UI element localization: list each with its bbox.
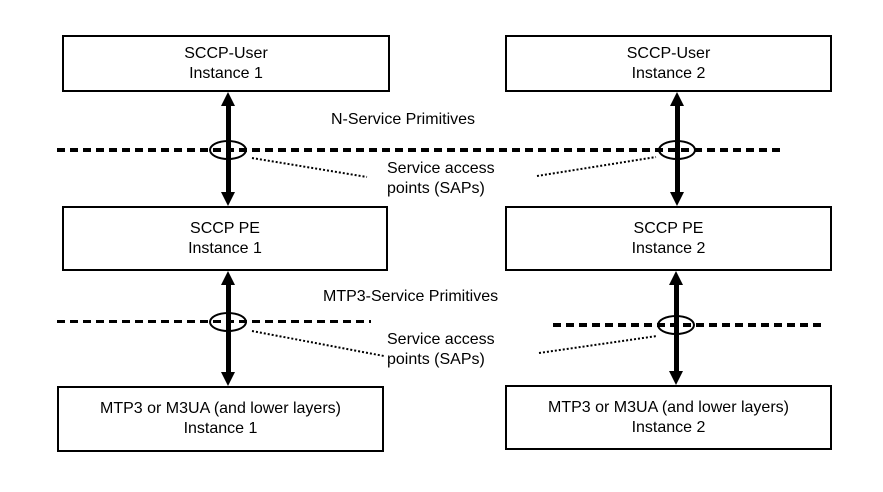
box-sccp-pe-instance-2: SCCP PE Instance 2 xyxy=(505,206,832,271)
sap-ellipse-icon-lower-right xyxy=(657,315,695,335)
n-service-boundary-dashed-line xyxy=(57,148,785,152)
box-title: MTP3 or M3UA (and lower layers) xyxy=(548,398,789,416)
sap-ellipse-icon-lower-left xyxy=(209,312,247,332)
label-service-access-points-lower: Service access points (SAPs) xyxy=(387,330,495,370)
arrow-head-down-icon xyxy=(221,372,235,386)
box-subtitle: Instance 1 xyxy=(189,64,263,82)
leader-line-upper-right xyxy=(536,156,657,177)
label-line: points (SAPs) xyxy=(387,351,485,368)
box-sccp-user-instance-1: SCCP-User Instance 1 xyxy=(62,35,390,92)
label-n-service-primitives: N-Service Primitives xyxy=(331,111,476,128)
leader-line-lower-right xyxy=(538,335,658,354)
sap-ellipse-icon-upper-right xyxy=(658,140,696,160)
box-subtitle: Instance 2 xyxy=(631,418,706,436)
box-sccp-user-instance-2: SCCP-User Instance 2 xyxy=(505,35,832,92)
box-title: SCCP PE xyxy=(633,219,704,237)
arrow-head-up-icon xyxy=(669,271,683,285)
label-line: Service access xyxy=(387,160,495,177)
label-line: points (SAPs) xyxy=(387,180,485,197)
box-title: SCCP PE xyxy=(190,219,260,237)
label-service-access-points-upper: Service access points (SAPs) xyxy=(387,159,495,199)
box-sccp-pe-instance-1: SCCP PE Instance 1 xyxy=(62,206,388,271)
box-subtitle: Instance 2 xyxy=(631,64,706,82)
arrow-head-up-icon xyxy=(221,271,235,285)
leader-line-lower-left xyxy=(251,330,385,357)
leader-line-upper-left xyxy=(251,157,368,178)
arrow-head-down-icon xyxy=(221,192,235,206)
box-title: MTP3 or M3UA (and lower layers) xyxy=(100,400,341,417)
arrow-head-down-icon xyxy=(669,371,683,385)
arrow-head-up-icon xyxy=(670,92,684,106)
arrow-head-down-icon xyxy=(670,192,684,206)
sap-ellipse-icon-upper-left xyxy=(209,140,247,160)
box-mtp3-instance-1: MTP3 or M3UA (and lower layers) Instance… xyxy=(57,386,384,452)
box-title: SCCP-User xyxy=(626,44,711,62)
label-line: Service access xyxy=(387,331,495,348)
arrow-head-up-icon xyxy=(221,92,235,106)
box-mtp3-instance-2: MTP3 or M3UA (and lower layers) Instance… xyxy=(505,385,832,450)
label-mtp3-service-primitives: MTP3-Service Primitives xyxy=(323,288,499,305)
box-subtitle: Instance 1 xyxy=(183,420,258,437)
box-title: SCCP-User xyxy=(184,44,268,62)
box-subtitle: Instance 2 xyxy=(631,239,706,257)
box-subtitle: Instance 1 xyxy=(188,239,262,257)
